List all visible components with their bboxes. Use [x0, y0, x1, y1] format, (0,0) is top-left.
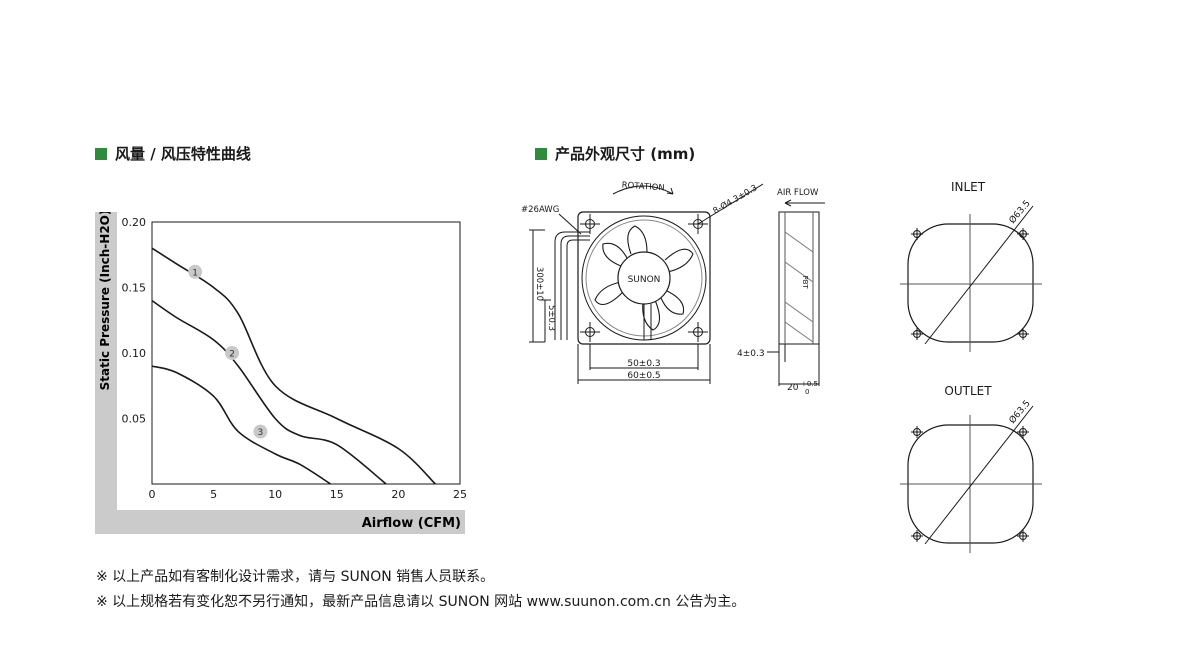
holes-callout-text: 8-Ø4.3±0.3	[711, 182, 759, 216]
front-view: SUNON 300±10 5±0.3 #26AWG ROTATION 8-Ø4.…	[521, 181, 764, 384]
hole-pitch-text: 50±0.3	[627, 359, 660, 369]
airflow-arrow-icon	[784, 199, 825, 207]
fan-blades	[594, 225, 694, 331]
x-tick-label: 5	[210, 488, 217, 501]
thickness-text: 20	[787, 383, 799, 393]
side-marks-text: PBT	[801, 275, 809, 289]
x-tick-label: 25	[453, 488, 467, 501]
side-frame	[778, 211, 820, 345]
inlet-view: INLET Ø63.5	[900, 180, 1042, 352]
leader-line	[558, 213, 582, 235]
chart-series	[151, 247, 436, 485]
chart-y-ticks: 0.20 0.15 0.10 0.05	[122, 216, 147, 426]
inlet-label: INLET	[951, 180, 986, 194]
lead-wires	[529, 229, 590, 343]
outlet-label: OUTLET	[944, 384, 992, 398]
series-line-2	[151, 299, 387, 485]
series-label-badge-2	[225, 346, 240, 360]
series-label-text-1: 1	[192, 268, 198, 278]
frame-width-text: 60±0.5	[627, 371, 660, 381]
dimension-title-text: 产品外观尺寸 (mm)	[555, 145, 696, 163]
green-square-icon	[535, 147, 547, 160]
x-tick-label: 15	[330, 488, 344, 501]
x-tick-label: 0	[149, 488, 156, 501]
series-label-text-2: 2	[229, 350, 235, 360]
y-axis-label: Static Pressure (Inch-H2O)	[98, 212, 112, 390]
note-custom-design: ※ 以上产品如有客制化设计需求，请与 SUNON 销售人员联系。	[96, 569, 495, 585]
curve-title-text: 风量 / 风压特性曲线	[115, 145, 251, 163]
strip-length-text: 5±0.3	[546, 305, 556, 331]
leader-line	[697, 183, 764, 225]
x-tick-label: 20	[391, 488, 405, 501]
chart-axes	[151, 221, 461, 485]
inlet-holes	[911, 228, 1029, 340]
brand-text: SUNON	[628, 275, 661, 285]
outlet-holes	[911, 426, 1029, 542]
x-tick-label: 10	[268, 488, 282, 501]
note-spec-change: ※ 以上规格若有变化恕不另行通知，最新产品信息请以 SUNON 网站 www.s…	[96, 594, 746, 610]
thickness-tol-upper-text: +0.5	[801, 380, 818, 388]
chart-series-labels: 1 2 3	[188, 264, 268, 439]
pq-curve-chart: 1 2 3 0 5 10 15 20 25 0.20 0.15 0.10 0.05 Static P…	[95, 212, 467, 534]
x-axis-label: Airflow (CFM)	[362, 516, 461, 531]
rotation-arc	[612, 185, 674, 195]
chart-x-ticks: 0 5 10 15 20 25	[149, 488, 468, 501]
series-line-3	[151, 365, 332, 485]
rotation-arrow-icon	[666, 187, 674, 195]
outlet-view: OUTLET Ø63.5	[900, 384, 1042, 553]
fan-dimension-drawing: SUNON 300±10 5±0.3 #26AWG ROTATION 8-Ø4.…	[521, 180, 1042, 553]
series-label-text-3: 3	[258, 428, 264, 438]
flange-text: 4±0.3	[737, 349, 765, 359]
diameter-line	[924, 205, 1034, 345]
series-label-badge-3	[253, 424, 268, 439]
y-tick-label: 0.10	[122, 347, 147, 360]
green-square-icon	[95, 147, 107, 160]
y-tick-label: 0.20	[122, 216, 147, 229]
y-tick-label: 0.15	[122, 282, 147, 295]
wire-gauge-text: #26AWG	[521, 205, 559, 215]
dimension-section-title: 产品外观尺寸 (mm)	[535, 143, 695, 164]
airflow-text: AIR FLOW	[777, 188, 819, 198]
thickness-tol-lower-text: 0	[805, 388, 809, 396]
fan-frame	[577, 211, 711, 345]
plot-area	[151, 221, 461, 485]
curve-section-title: 风量 / 风压特性曲线	[95, 143, 251, 164]
rotation-text: ROTATION	[621, 181, 665, 194]
series-line-1	[151, 247, 436, 485]
side-view: AIR FLOW PBT 4±0.3 20 +0.5 0	[737, 188, 825, 396]
y-tick-label: 0.05	[122, 413, 147, 426]
series-label-badge-1	[188, 264, 203, 279]
diameter-line	[924, 405, 1034, 545]
wire-length-text: 300±10	[534, 267, 544, 301]
